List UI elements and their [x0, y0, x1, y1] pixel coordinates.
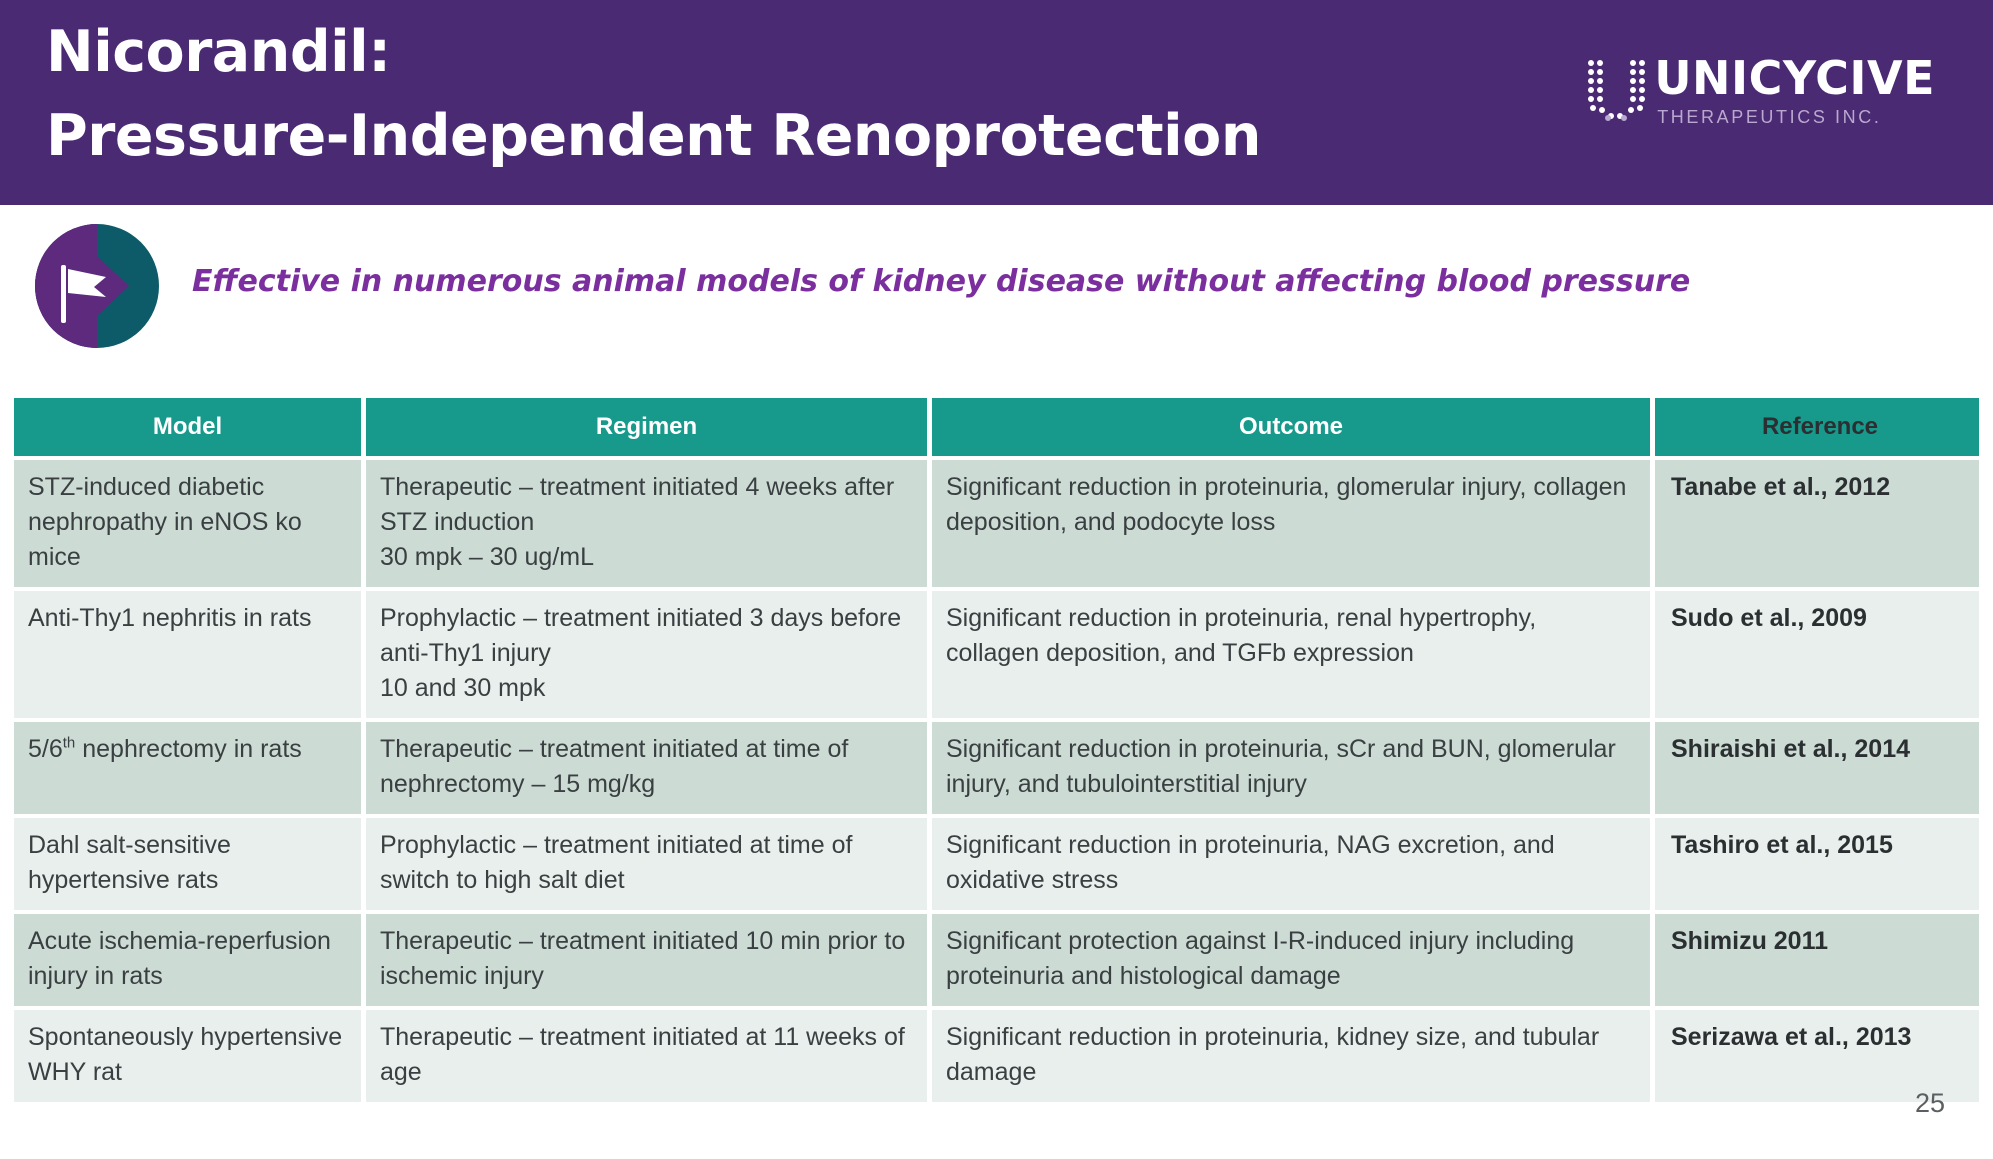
cell-model: Anti-Thy1 nephritis in rats	[14, 591, 361, 718]
subtitle-row: Effective in numerous animal models of k…	[0, 205, 1993, 390]
table-row: STZ-induced diabetic nephropathy in eNOS…	[14, 460, 1979, 587]
cell-regimen: Therapeutic – treatment initiated 4 week…	[366, 460, 927, 587]
model-suffix: nephrectomy in rats	[75, 735, 302, 763]
table-header-row: Model Regimen Outcome Reference	[14, 398, 1979, 456]
table-row: Acute ischemia-reperfusion injury in rat…	[14, 914, 1979, 1006]
evidence-table: Model Regimen Outcome Reference STZ-indu…	[14, 398, 1979, 1102]
page-title: Nicorandil: Pressure-Independent Renopro…	[46, 10, 1446, 178]
logo-wordmark: UNICYCIVE	[1654, 51, 1935, 105]
title-line-2: Pressure-Independent Renoprotection	[46, 103, 1261, 169]
regimen-dose: 30 mpk – 30 ug/mL	[380, 543, 595, 571]
cell-regimen: Therapeutic – treatment initiated 10 min…	[366, 914, 927, 1006]
cell-outcome: Significant reduction in proteinuria, NA…	[932, 818, 1650, 910]
model-prefix: 5/6	[28, 735, 63, 763]
cell-model: Spontaneously hypertensive WHY rat	[14, 1010, 361, 1102]
cell-reference: Sudo et al., 2009	[1655, 591, 1979, 718]
cell-reference: Shimizu 2011	[1655, 914, 1979, 1006]
page-number: 25	[1914, 1088, 1945, 1118]
cell-regimen: Prophylactic – treatment initiated at ti…	[366, 818, 927, 910]
cell-outcome: Significant reduction in proteinuria, gl…	[932, 460, 1650, 587]
regimen-line: Therapeutic – treatment initiated 4 week…	[380, 473, 895, 536]
cell-reference: Tashiro et al., 2015	[1655, 818, 1979, 910]
subtitle-text: Effective in numerous animal models of k…	[192, 264, 1691, 299]
regimen-line: Prophylactic – treatment initiated 3 day…	[380, 604, 902, 667]
table-row: Spontaneously hypertensive WHY rat Thera…	[14, 1010, 1979, 1102]
cell-regimen: Therapeutic – treatment initiated at tim…	[366, 722, 927, 814]
column-header-regimen: Regimen	[366, 398, 927, 456]
cell-outcome: Significant reduction in proteinuria, re…	[932, 591, 1650, 718]
company-logo: UNICYCIVE THERAPEUTICS INC.	[1586, 55, 1935, 129]
cell-model: Dahl salt-sensitive hypertensive rats	[14, 818, 361, 910]
cell-outcome: Significant reduction in proteinuria, sC…	[932, 722, 1650, 814]
cell-reference: Tanabe et al., 2012	[1655, 460, 1979, 587]
logo-tagline: THERAPEUTICS INC.	[1657, 107, 1882, 127]
title-line-1: Nicorandil:	[46, 19, 391, 85]
regimen-dose: 10 and 30 mpk	[380, 674, 546, 702]
cell-regimen: Prophylactic – treatment initiated 3 day…	[366, 591, 927, 718]
cell-outcome: Significant protection against I-R-induc…	[932, 914, 1650, 1006]
dotted-u-icon	[1588, 60, 1646, 121]
column-header-outcome: Outcome	[932, 398, 1650, 456]
cell-reference: Serizawa et al., 2013	[1655, 1010, 1979, 1102]
table-row: 5/6th nephrectomy in rats Therapeutic – …	[14, 722, 1979, 814]
model-superscript: th	[62, 734, 76, 752]
cell-model: STZ-induced diabetic nephropathy in eNOS…	[14, 460, 361, 587]
cell-model: Acute ischemia-reperfusion injury in rat…	[14, 914, 361, 1006]
cell-model: 5/6th nephrectomy in rats	[14, 722, 361, 814]
table-row: Dahl salt-sensitive hypertensive rats Pr…	[14, 818, 1979, 910]
column-header-model: Model	[14, 398, 361, 456]
column-header-reference: Reference	[1655, 398, 1979, 456]
cell-regimen: Therapeutic – treatment initiated at 11 …	[366, 1010, 927, 1102]
slide-header: Nicorandil: Pressure-Independent Renopro…	[0, 0, 1993, 205]
cell-reference: Shiraishi et al., 2014	[1655, 722, 1979, 814]
flag-badge-icon	[35, 224, 159, 348]
cell-outcome: Significant reduction in proteinuria, ki…	[932, 1010, 1650, 1102]
table-row: Anti-Thy1 nephritis in rats Prophylactic…	[14, 591, 1979, 718]
